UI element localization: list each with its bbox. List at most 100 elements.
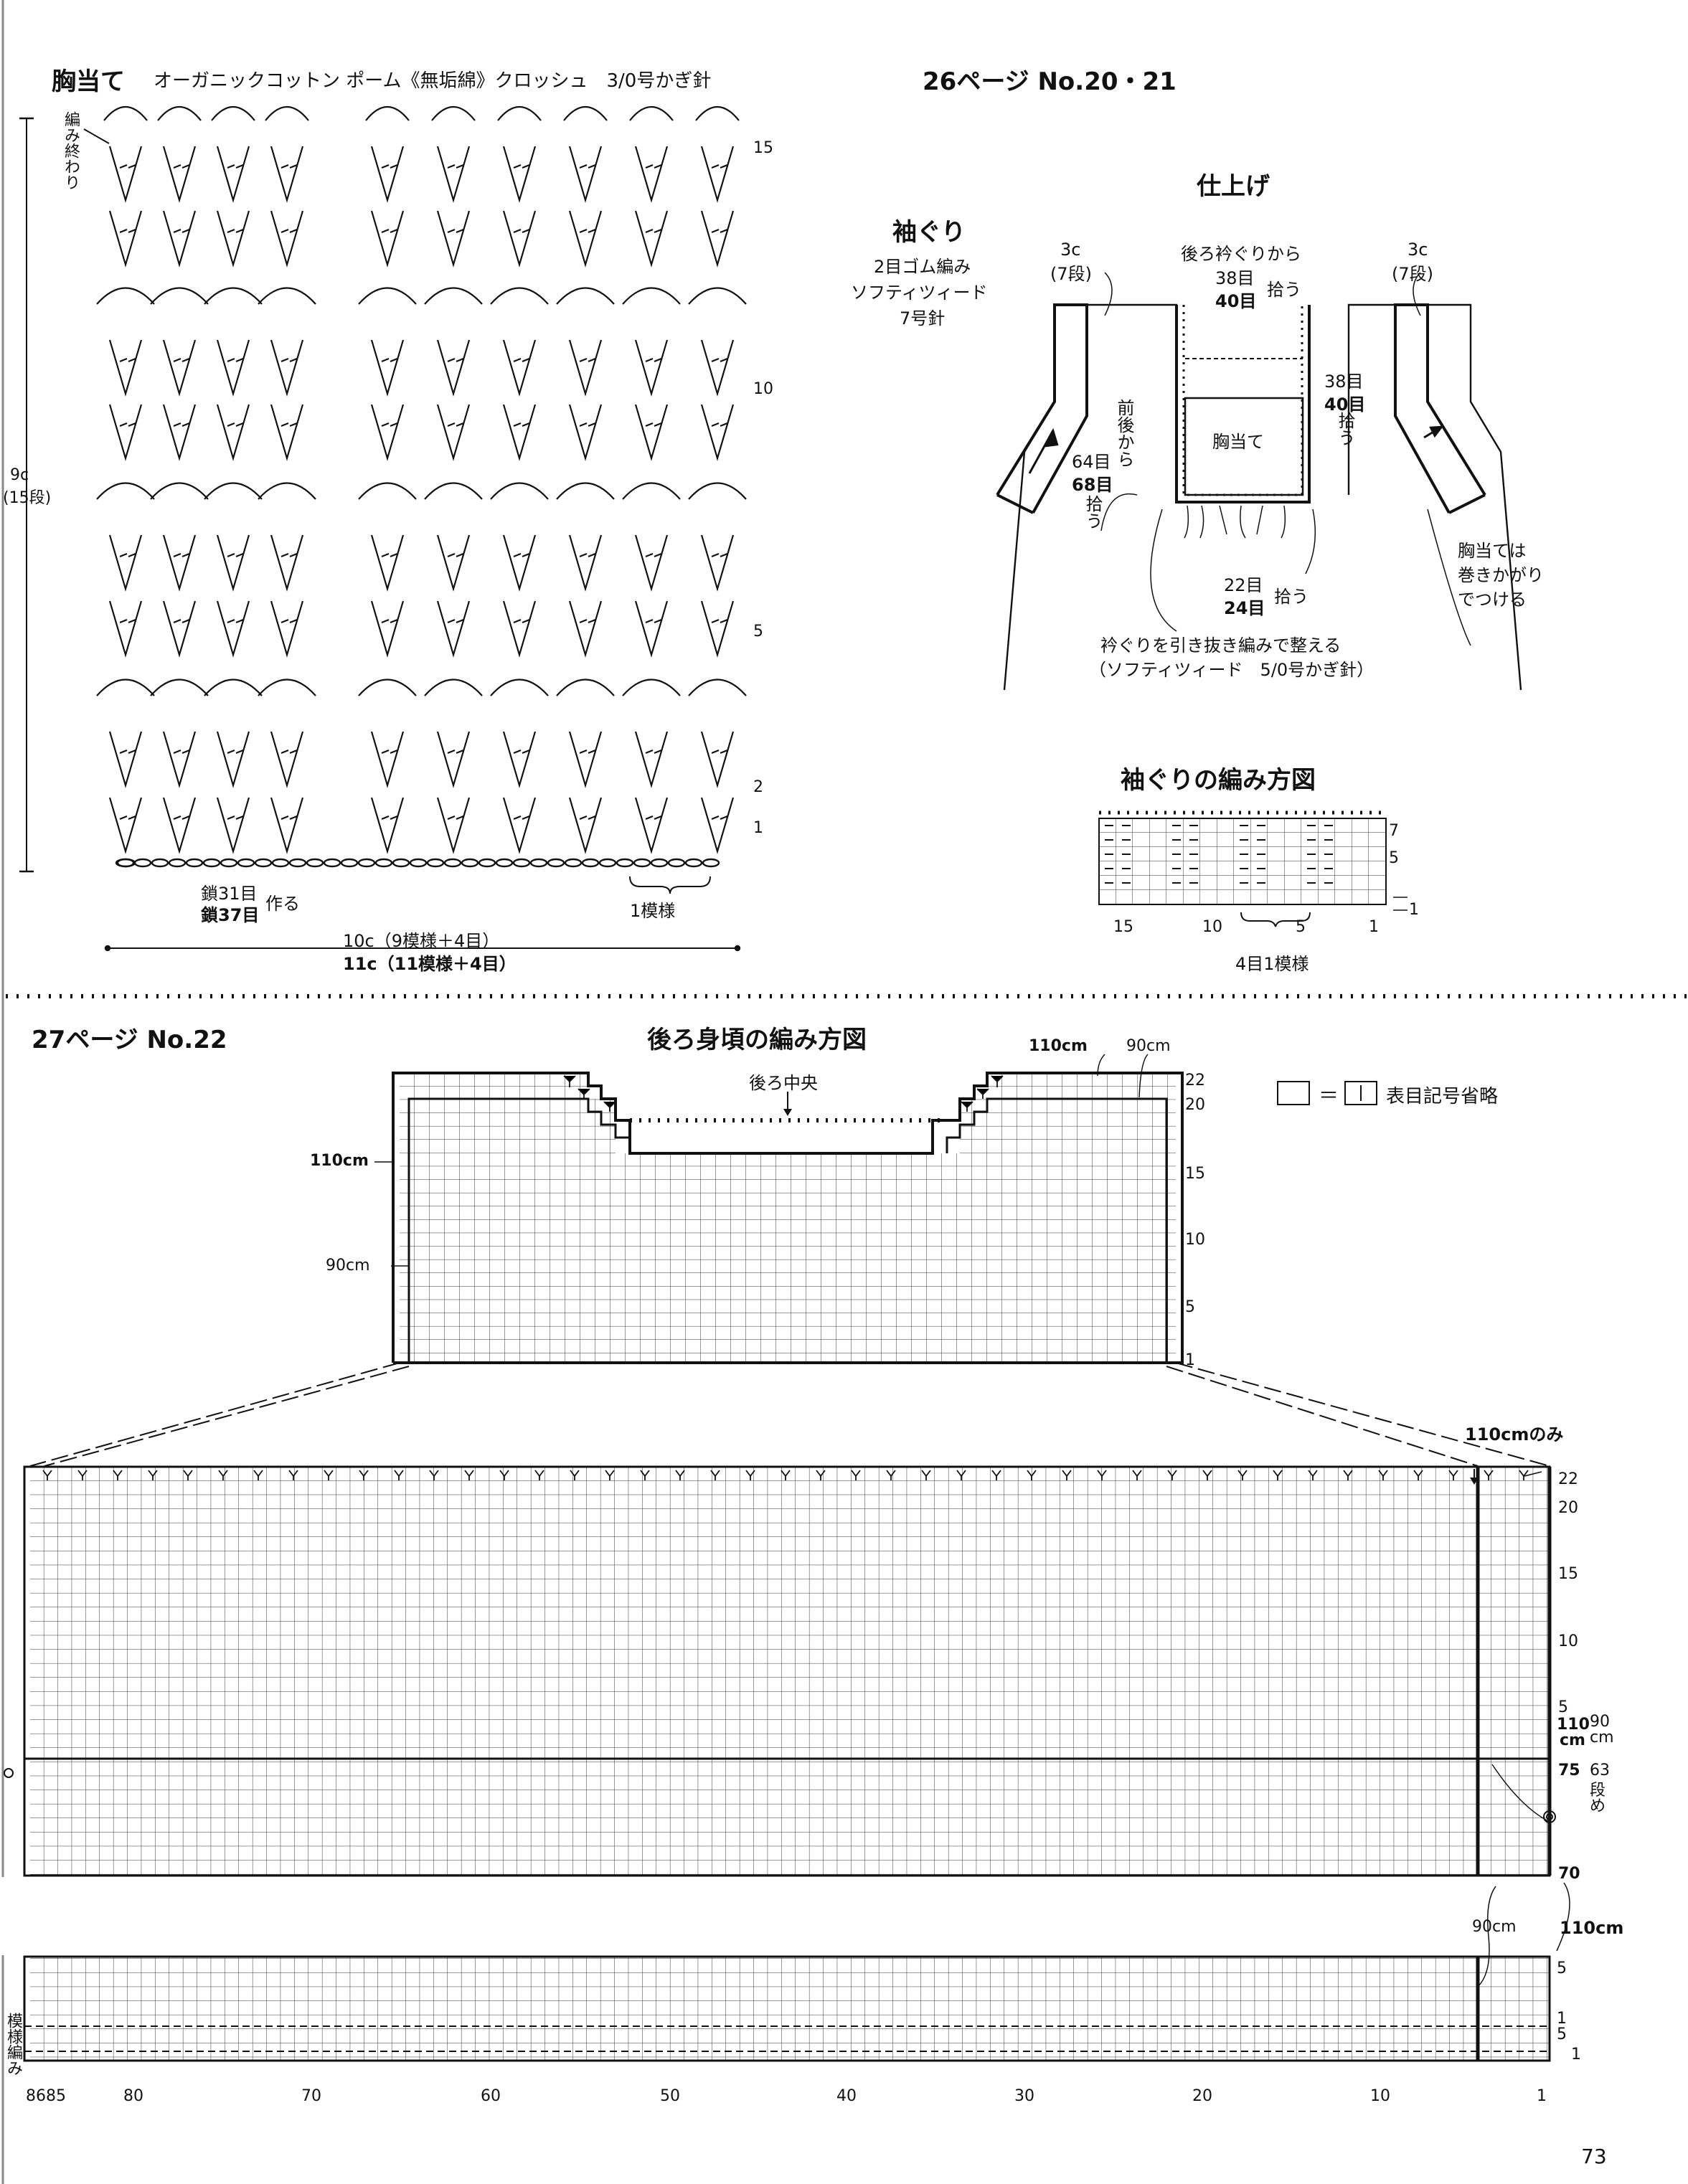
crochet-symbol — [502, 404, 537, 461]
chain-stitch — [323, 858, 341, 868]
crochet-symbol — [634, 731, 669, 788]
crochet-symbol — [700, 339, 735, 397]
crochet-symbol — [96, 679, 155, 696]
crochet-symbol — [502, 797, 537, 854]
x-80: 80 — [123, 2087, 143, 2105]
row-5: 5 — [753, 623, 763, 640]
crochet-symbol — [568, 339, 603, 397]
row-1: 1 — [753, 819, 763, 837]
side-70: 70 — [1558, 1865, 1580, 1883]
decrease-mark — [148, 1470, 158, 1480]
crochet-symbol — [270, 339, 304, 397]
decrease-mark — [710, 1470, 720, 1480]
crochet-symbol — [270, 210, 304, 268]
bib-note-1: 胸当ては — [1458, 541, 1527, 561]
decrease-mark — [1343, 1470, 1353, 1480]
armhole-line-2: ソフティツィード — [851, 283, 988, 303]
x-70: 70 — [301, 2087, 321, 2105]
band-row-5a: 5 — [1557, 1960, 1567, 1977]
crochet-symbol — [634, 404, 669, 461]
lo-row-5: 5 — [1558, 1698, 1568, 1716]
decrease-mark — [605, 1470, 615, 1480]
bot-24: 24目 — [1224, 598, 1265, 618]
crochet-symbol — [622, 679, 681, 696]
x-40: 40 — [836, 2087, 857, 2105]
side-40: 40目 — [1324, 394, 1366, 415]
ac-row-5: 5 — [1389, 849, 1399, 867]
decrease-mark — [534, 1470, 544, 1480]
decrease-marks — [42, 1470, 1529, 1480]
crochet-symbol — [436, 731, 471, 788]
armhole-line-3: 7号針 — [900, 308, 946, 328]
left-7-rows: (7段) — [1050, 264, 1092, 284]
front-back: 前後から — [1114, 399, 1134, 468]
up-row-15: 15 — [1185, 1165, 1205, 1183]
legend-text: 表目記号省略 — [1386, 1086, 1499, 1107]
crochet-symbol — [270, 797, 304, 854]
fb-pick: 拾う — [1083, 495, 1103, 529]
crochet-symbol — [108, 146, 143, 203]
crochet-symbol — [634, 339, 669, 397]
crochet-symbol — [216, 797, 250, 854]
right-7-rows: (7段) — [1392, 264, 1433, 284]
crochet-symbol — [634, 146, 669, 203]
crochet-symbol — [108, 731, 143, 788]
side-dan: 段 — [1590, 1782, 1606, 1800]
height-cm: 9c — [10, 466, 29, 484]
crochet-symbol — [96, 482, 155, 500]
crochet-symbol — [688, 287, 747, 305]
page-ref-26: 26ページ No.20・21 — [923, 67, 1177, 96]
bib-note-3: でつける — [1458, 590, 1527, 610]
neck-note-1: 衿ぐりを引き抜き編みで整える — [1100, 635, 1342, 656]
crochet-symbol — [370, 146, 405, 203]
row-15: 15 — [753, 139, 773, 157]
bib-note-2: 巻きかがり — [1458, 565, 1544, 585]
chain-stitch — [564, 858, 583, 868]
size-110-only: 110cmのみ — [1465, 1424, 1564, 1445]
chain-stitch — [426, 858, 445, 868]
crochet-symbol — [502, 534, 537, 592]
height-rows: (15段) — [3, 489, 52, 507]
crochet-symbol — [568, 210, 603, 268]
armhole-chart — [1098, 810, 1408, 927]
chain-stitch — [650, 858, 669, 868]
lo-row-15: 15 — [1558, 1565, 1578, 1583]
crochet-symbol — [502, 600, 537, 658]
decrease-mark — [253, 1470, 263, 1480]
armhole-line-1: 2目ゴム編み — [874, 257, 971, 277]
crochet-symbol — [370, 731, 405, 788]
crochet-symbol — [216, 339, 250, 397]
decrease-mark — [956, 1470, 966, 1480]
crochet-symbol — [502, 339, 537, 397]
crochet-symbol — [162, 797, 197, 854]
bib-yarn: オーガニックコットン ポーム《無垢綿》クロッシュ 3/0号かぎ針 — [154, 70, 712, 92]
left-110: 110cm — [310, 1152, 369, 1170]
decrease-mark — [359, 1470, 369, 1480]
ac-repeat: 4目1模様 — [1235, 954, 1309, 974]
side-me: め — [1590, 1797, 1606, 1815]
right-3c: 3c — [1408, 240, 1428, 260]
band-row-5b: 5 — [1557, 2025, 1567, 2043]
decrease-mark — [1237, 1470, 1248, 1480]
crochet-symbol — [108, 797, 143, 854]
decrease-mark — [1413, 1470, 1423, 1480]
decrease-mark — [781, 1470, 791, 1480]
decrease-mark — [745, 1470, 755, 1480]
crochet-symbol — [622, 287, 681, 305]
chain-stitch — [288, 858, 307, 868]
bib-title: 胸当て — [52, 67, 125, 96]
crochet-symbol — [700, 404, 735, 461]
crochet-symbol — [162, 600, 197, 658]
crochet-symbol — [568, 600, 603, 658]
crochet-symbol — [370, 600, 405, 658]
center-back: 後ろ中央 — [749, 1073, 818, 1093]
crochet-symbol — [568, 797, 603, 854]
crochet-symbol — [204, 482, 263, 500]
crochet-symbol — [258, 287, 316, 305]
chain-stitch — [116, 858, 135, 868]
crochet-symbol — [556, 679, 615, 696]
crochet-symbol — [258, 679, 316, 696]
chain-stitch — [512, 858, 531, 868]
up-row-22: 22 — [1185, 1072, 1205, 1089]
crochet-symbol — [634, 600, 669, 658]
